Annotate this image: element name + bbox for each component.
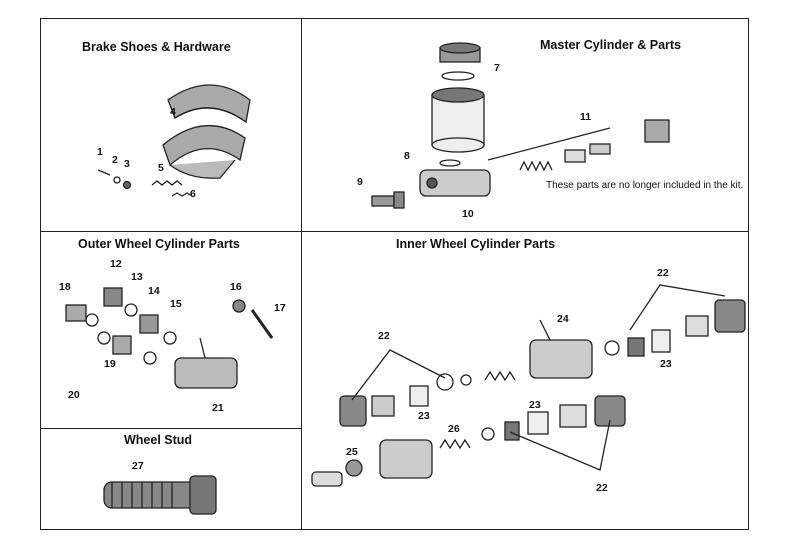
callout-13: 13: [131, 271, 143, 283]
panel-title-wheel-stud: Wheel Stud: [124, 433, 193, 447]
boot-mc: [644, 119, 670, 143]
kit-note: These parts are no longer included in th…: [546, 180, 744, 191]
callout-20: 20: [68, 389, 80, 401]
callout-21: 21: [212, 402, 224, 414]
callout-10: 10: [462, 208, 474, 220]
callout-26: 26: [448, 423, 460, 435]
inner-wheel-cylinder-24: [529, 319, 593, 379]
cup-upper: [604, 340, 620, 356]
callout-23-lower: 23: [529, 399, 541, 411]
panel-title-inner-wheel: Inner Wheel Cylinder Parts: [396, 237, 556, 251]
callout-1: 1: [97, 146, 103, 158]
panel-inner-wheel-cylinder: [301, 231, 749, 530]
callout-12: 12: [110, 258, 122, 270]
callout-15: 15: [170, 298, 182, 310]
wheel-stud-27: [103, 475, 217, 515]
seal-upper: [627, 337, 645, 357]
reservoir-cap: [439, 42, 481, 63]
leader-22-upper: [629, 284, 726, 331]
callout-7: 7: [494, 62, 500, 74]
callout-5: 5: [158, 162, 164, 174]
leader-11: [487, 127, 611, 161]
boot-22-left: [339, 395, 367, 427]
fitting-9: [371, 191, 405, 209]
callout-22-lower: 22: [596, 482, 608, 494]
callout-16: 16: [230, 281, 242, 293]
outer-wheel-cylinder-21: [174, 337, 238, 389]
nut-25: [345, 459, 363, 477]
spring-5: [151, 180, 183, 186]
callout-14: 14: [148, 285, 160, 297]
bleeder-lower: [311, 471, 343, 487]
callout-23-left: 23: [418, 410, 430, 422]
cup-left: [436, 373, 454, 391]
bleeder-18: [65, 304, 99, 327]
cup-13: [124, 303, 138, 317]
nut-3: [122, 180, 132, 190]
leader-22-left: [351, 349, 446, 401]
piston-14: [139, 314, 159, 334]
master-cylinder-body: [419, 169, 491, 197]
piston-19: [112, 335, 132, 355]
ring-20a: [97, 331, 111, 345]
callout-9: 9: [357, 176, 363, 188]
piston-mc: [564, 149, 586, 163]
brake-shoe-lower: [162, 125, 246, 179]
callout-27: 27: [132, 460, 144, 472]
callout-4: 4: [170, 106, 176, 118]
cup-lower: [481, 427, 495, 441]
boot-12: [103, 287, 123, 307]
boot-22-upper: [714, 299, 746, 333]
spring-26: [439, 438, 471, 450]
reservoir: [431, 87, 485, 153]
callout-3: 3: [124, 158, 130, 170]
panel-title-outer-wheel: Outer Wheel Cylinder Parts: [78, 237, 240, 251]
leader-22-lower: [509, 419, 611, 471]
boot-22-lower: [594, 395, 626, 427]
pin-1: [97, 169, 111, 176]
seal-lower: [504, 421, 520, 441]
adjuster-lower: [559, 404, 587, 428]
rod-mc: [589, 143, 611, 155]
callout-11: 11: [580, 111, 592, 123]
seal-left: [460, 374, 472, 386]
callout-23-upper: 23: [660, 358, 672, 370]
ring-15: [163, 331, 177, 345]
ring-20b: [143, 351, 157, 365]
adjuster-upper: [685, 315, 709, 337]
spring-6: [171, 192, 193, 197]
callout-17: 17: [274, 302, 286, 314]
panel-title-brake-shoes: Brake Shoes & Hardware: [82, 40, 231, 54]
cap-16: [232, 299, 246, 313]
piston-23-lower: [527, 411, 549, 435]
callout-22-left: 22: [378, 330, 390, 342]
panel-title-master-cylinder: Master Cylinder & Parts: [540, 38, 682, 52]
callout-24: 24: [557, 313, 569, 325]
callout-6: 6: [190, 188, 196, 200]
bleeder-screw-17: [250, 309, 274, 339]
washer-2: [113, 176, 121, 184]
spring-upper: [484, 370, 516, 382]
callout-22-upper: 22: [657, 267, 669, 279]
piston-23-left: [409, 385, 429, 407]
inner-wheel-cylinder-lower: [379, 439, 433, 479]
seal-8: [439, 159, 461, 167]
callout-8: 8: [404, 150, 410, 162]
piston-23-upper: [651, 329, 671, 353]
callout-25: 25: [346, 446, 358, 458]
callout-18: 18: [59, 281, 71, 293]
callout-2: 2: [112, 154, 118, 166]
adjuster-left: [371, 395, 395, 417]
brake-shoe-upper: [167, 84, 251, 124]
callout-19: 19: [104, 358, 116, 370]
gasket-7: [441, 71, 475, 81]
spring-mc: [519, 160, 553, 172]
